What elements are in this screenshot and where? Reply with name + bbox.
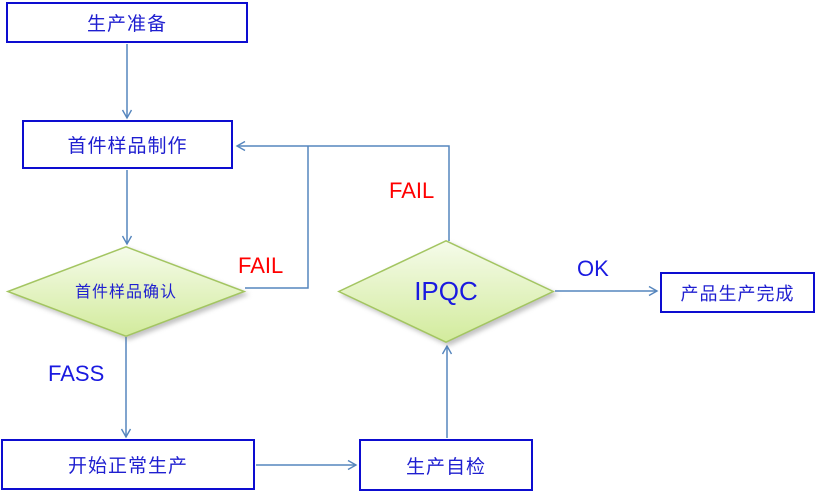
node-production-prep-label: 生产准备	[86, 13, 167, 35]
node-start-normal-production: 开始正常生产	[1, 439, 255, 490]
edge-label-ipqc-fail: FAIL	[389, 178, 435, 203]
node-product-complete-label: 产品生产完成	[680, 283, 795, 305]
edge-label-first-sample-pass: FASS	[48, 361, 105, 386]
node-first-sample-confirm-label: 首件样品确认	[74, 281, 177, 301]
decision-diamond-shape	[337, 239, 555, 344]
node-first-sample-confirm: 首件样品确认	[5, 245, 247, 338]
node-production-prep: 生产准备	[6, 2, 248, 43]
node-production-self-check: 生产自检	[359, 439, 533, 491]
node-first-sample-make-label: 首件样品制作	[67, 135, 188, 157]
edge-label-ipqc-ok: OK	[577, 256, 609, 281]
connector-ipqc-fail-to-make	[235, 140, 450, 241]
decision-diamond-shape	[5, 245, 247, 338]
node-product-complete: 产品生产完成	[660, 272, 815, 313]
node-ipqc: IPQC	[337, 239, 555, 344]
connector-confirm-fail-branch	[245, 146, 309, 289]
edge-label-first-sample-fail: FAIL	[238, 253, 284, 278]
node-first-sample-make: 首件样品制作	[22, 120, 233, 169]
node-ipqc-label: IPQC	[414, 275, 478, 306]
node-start-normal-production-label: 开始正常生产	[67, 455, 188, 477]
node-production-self-check-label: 生产自检	[405, 455, 486, 478]
